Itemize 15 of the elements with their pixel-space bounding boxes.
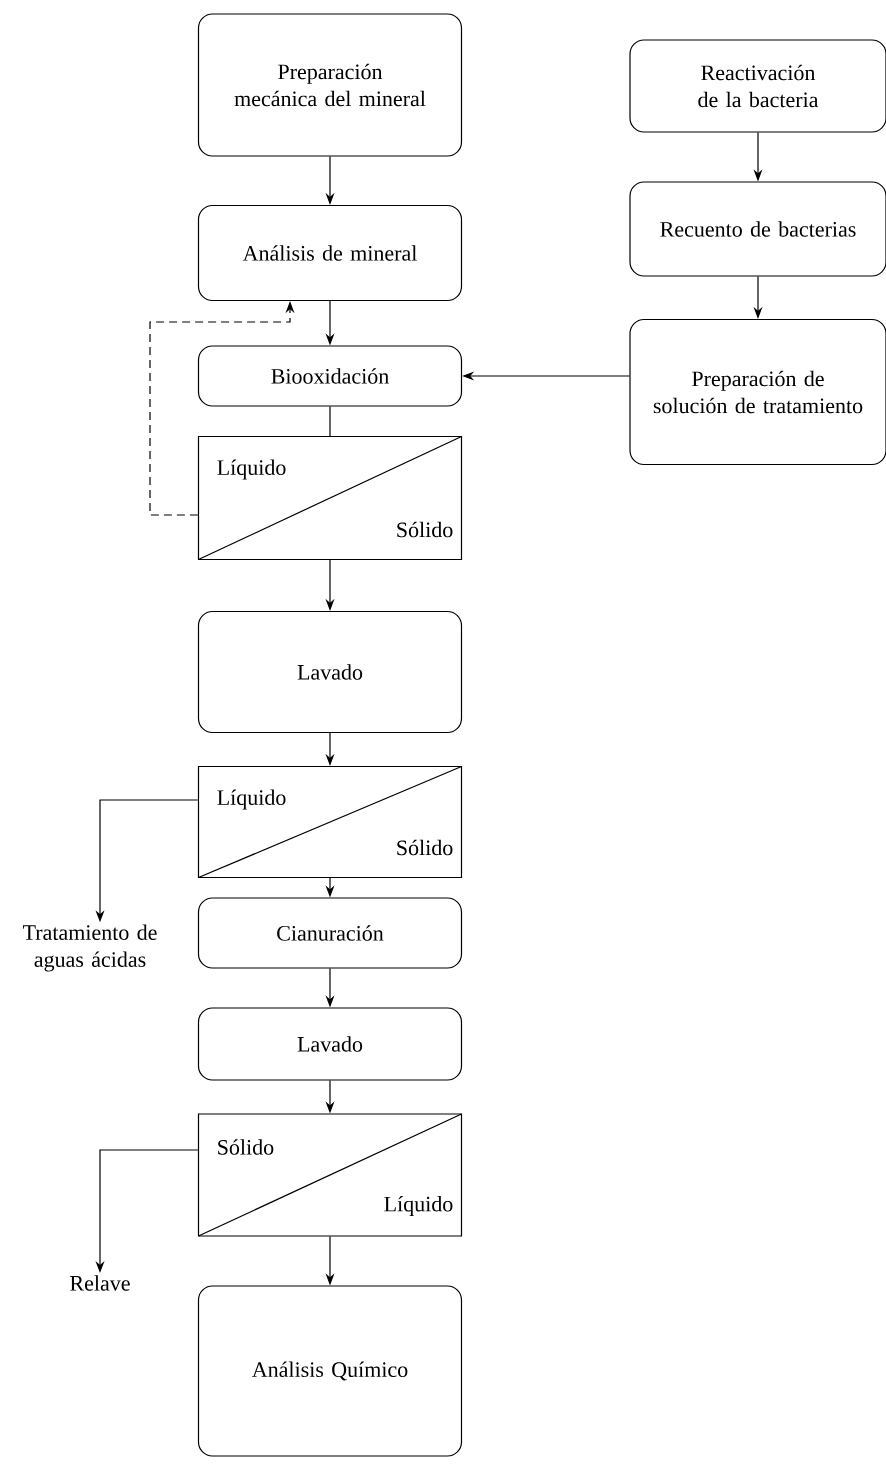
process-box: Análisis Químico bbox=[197, 1285, 463, 1457]
process-box: Cianuración bbox=[197, 897, 463, 969]
separator-box: Líquido Sólido bbox=[197, 435, 463, 561]
process-box: Lavado bbox=[197, 1007, 463, 1081]
process-box: Reactivación de la bacteria bbox=[629, 39, 886, 133]
process-box: Preparación mecánica del mineral bbox=[197, 13, 463, 157]
process-box: Biooxidación bbox=[197, 345, 463, 407]
process-box: Análisis de mineral bbox=[197, 204, 463, 302]
output-label: Tratamiento de aguas ácidas bbox=[23, 924, 157, 972]
process-box: Recuento de bacterias bbox=[629, 181, 886, 277]
separator-box: Sólido Líquido bbox=[197, 1113, 463, 1237]
process-box: Preparación de solución de tratamiento bbox=[629, 318, 886, 466]
separator-box: Líquido Sólido bbox=[197, 765, 463, 879]
process-box: Lavado bbox=[197, 610, 463, 734]
output-label: Relave bbox=[70, 1275, 130, 1291]
